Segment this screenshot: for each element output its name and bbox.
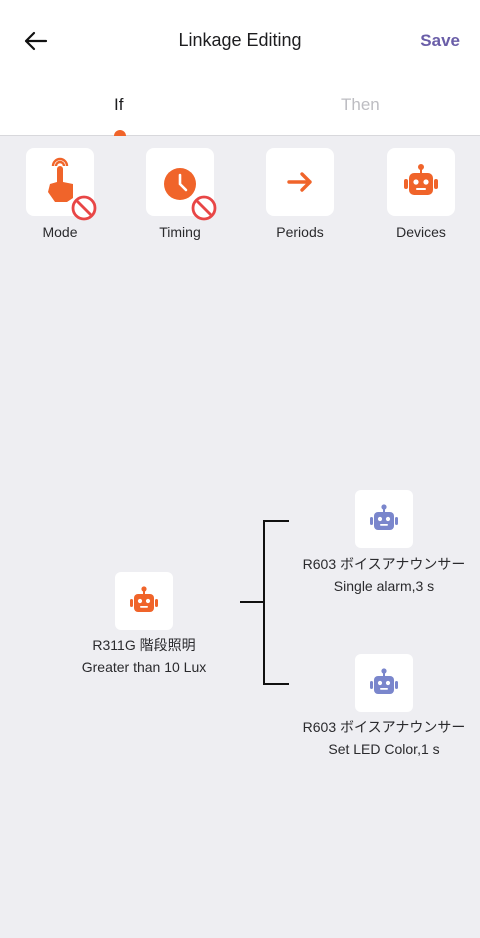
action-text: R603 ボイスアナウンサー Single alarm,3 s [290, 553, 478, 597]
save-button[interactable]: Save [420, 31, 460, 50]
condition-device-name: R311G 階段照明 [92, 637, 196, 653]
disabled-icon [71, 195, 97, 221]
robot-icon [370, 668, 398, 694]
trigger-label: Mode [42, 224, 78, 240]
trigger-devices[interactable]: Devices [371, 148, 471, 240]
arrow-left-icon [24, 31, 48, 51]
condition-text: R311G 階段照明 Greater than 10 Lux [44, 634, 244, 678]
connector-line [263, 683, 289, 685]
action-device-node[interactable] [355, 654, 413, 712]
connector-line [240, 601, 264, 603]
tab-then[interactable]: Then [341, 95, 380, 114]
trigger-tile [26, 148, 97, 221]
action-detail: Set LED Color,1 s [328, 741, 440, 757]
condition-detail: Greater than 10 Lux [81, 659, 207, 675]
trigger-tile [266, 148, 334, 216]
connector-line [263, 520, 289, 522]
action-detail: Single alarm,3 s [333, 578, 435, 594]
tab-if[interactable]: If [114, 95, 124, 114]
page-title: Linkage Editing [178, 30, 302, 50]
trigger-mode[interactable]: Mode [10, 148, 110, 240]
trigger-periods[interactable]: Periods [250, 148, 350, 240]
action-device-name: R603 ボイスアナウンサー [302, 556, 466, 572]
trigger-label: Periods [276, 224, 324, 240]
arrow-right-icon [287, 172, 312, 192]
clock-icon [164, 168, 196, 200]
robot-icon [404, 164, 438, 195]
hand-tap-icon [48, 157, 73, 202]
action-device-node[interactable] [355, 490, 413, 548]
back-button[interactable] [20, 26, 52, 56]
action-device-name: R603 ボイスアナウンサー [302, 719, 466, 735]
tab-indicator [114, 130, 126, 136]
trigger-label: Devices [396, 224, 446, 240]
trigger-label: Timing [159, 224, 201, 240]
condition-device-node[interactable] [115, 572, 173, 630]
disabled-icon [191, 195, 217, 221]
trigger-tile [387, 148, 455, 216]
action-text: R603 ボイスアナウンサー Set LED Color,1 s [290, 716, 478, 760]
robot-icon [130, 586, 158, 612]
trigger-timing[interactable]: Timing [130, 148, 230, 240]
trigger-tile [146, 148, 217, 221]
connector-line [263, 520, 265, 685]
robot-icon [370, 504, 398, 530]
header: Linkage Editing Save If Then [0, 0, 480, 136]
